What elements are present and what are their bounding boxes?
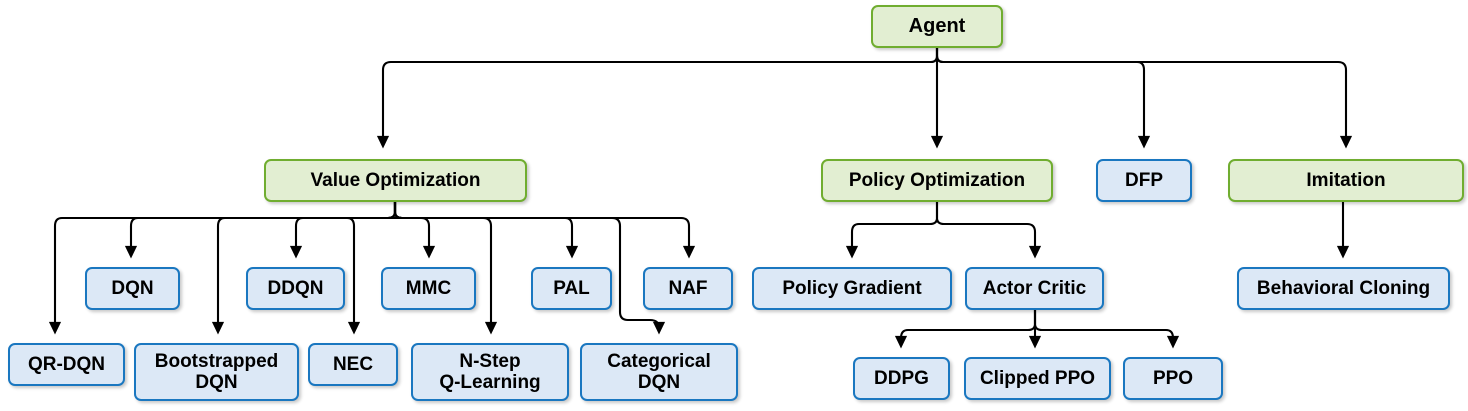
node-ddpg[interactable]: DDPG: [853, 357, 950, 400]
edge-agent-imitation: [935, 48, 1353, 149]
node-agent[interactable]: Agent: [871, 5, 1003, 48]
node-clipped-ppo[interactable]: Clipped PPO: [964, 357, 1111, 400]
node-nec[interactable]: NEC: [308, 343, 398, 386]
node-ddqn[interactable]: DDQN: [246, 267, 345, 310]
edge-value-optimization-ddqn: [289, 202, 397, 259]
edge-actor-critic-ddpg: [894, 310, 1037, 349]
edge-actor-critic-ppo: [1033, 310, 1180, 349]
node-n-step-q-learning[interactable]: N-Step Q-Learning: [411, 343, 569, 401]
node-actor-critic[interactable]: Actor Critic: [965, 267, 1104, 310]
node-policy-gradient[interactable]: Policy Gradient: [752, 267, 952, 310]
edge-agent-value-optimization: [376, 48, 939, 149]
node-categorical-dqn[interactable]: Categorical DQN: [580, 343, 738, 401]
node-bootstrapped-dqn[interactable]: Bootstrapped DQN: [134, 343, 299, 401]
edge-policy-optimization-policy-gradient: [845, 202, 939, 259]
node-mmc[interactable]: MMC: [381, 267, 476, 310]
edge-value-optimization-naf: [393, 202, 696, 259]
node-behavioral-cloning[interactable]: Behavioral Cloning: [1237, 267, 1450, 310]
node-value-optimization[interactable]: Value Optimization: [264, 159, 527, 202]
node-dqn[interactable]: DQN: [85, 267, 180, 310]
node-qr-dqn[interactable]: QR-DQN: [8, 343, 125, 386]
node-ppo[interactable]: PPO: [1123, 357, 1223, 400]
edge-value-optimization-dqn: [124, 202, 397, 259]
edge-value-optimization-mmc: [393, 202, 436, 259]
node-policy-optimization[interactable]: Policy Optimization: [821, 159, 1053, 202]
node-imitation[interactable]: Imitation: [1228, 159, 1464, 202]
edge-policy-optimization-actor-critic: [935, 202, 1042, 259]
node-dfp[interactable]: DFP: [1096, 159, 1192, 202]
edge-value-optimization-categorical-dqn: [393, 202, 666, 335]
edge-value-optimization-pal: [393, 202, 579, 259]
node-pal[interactable]: PAL: [531, 267, 612, 310]
node-naf[interactable]: NAF: [643, 267, 733, 310]
